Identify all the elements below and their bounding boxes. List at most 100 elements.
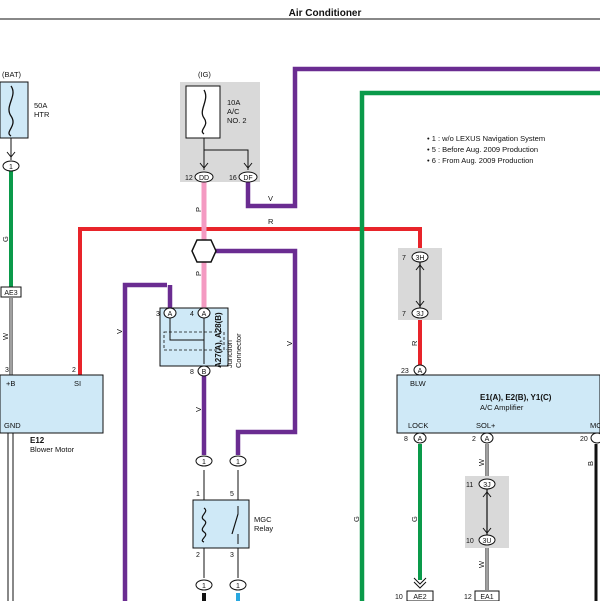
connector-ae2-pin: 10 [395,594,403,601]
connector-ae2-id: AE2 [413,594,426,601]
wire-label-v-left: V [115,329,124,334]
wire-label-g-left: G [1,236,10,242]
fuse-ac2-name1: A/C [227,107,240,116]
wire-purple-left [122,282,167,601]
wire-label-w-left: W [1,332,10,340]
wire-label-g-lock: G [410,516,419,522]
fuse-htr-arrow-icon [6,151,16,158]
connector-amp-blw [413,364,427,376]
connector-3h-id: 3H [416,255,425,262]
dd-arrow-icon [199,162,209,169]
splice-point [191,239,217,263]
blower-pin-2: 2 [72,367,76,374]
wire-purple-top [245,66,600,209]
wire-red-top [78,227,422,375]
blower-pin-b: +B [6,379,15,388]
blower-pin-3: 3 [5,367,9,374]
connector-jc-a-left-pin: 3 [156,311,160,318]
wire-purple-right [215,248,298,455]
connector-jc-a-left [163,307,177,319]
relay-name2: Relay [254,524,273,533]
connector-amp-mc [590,432,600,444]
note-1: • 1 : w/o LEXUS Navigation System [427,134,545,143]
relay-inline-pin-right-num: 1 [236,459,240,466]
bottom-pin-right-num: 1 [236,583,240,590]
wire-label-r-lower: R [410,340,419,346]
connector-ea1 [474,590,500,601]
connector-ea1-id: EA1 [480,594,493,601]
wire-label-g-right: G [352,516,361,522]
fuse-htr-icon [8,85,14,137]
connector-jc-b-id: B [202,369,207,376]
mgc-relay-box [192,499,250,549]
diagram-title: Air Conditioner [289,8,362,19]
connector-3u-id: 3U [483,538,492,545]
relay-inline-pin-left-num: 1 [202,459,206,466]
fuse-ac2-icon [201,89,207,135]
blower-pin-si: SI [74,379,81,388]
junction-id: A27(A), A28(B) [214,312,223,368]
fuse-ac2-name2: NO. 2 [227,116,247,125]
bottom-pin-left-num: 1 [202,583,206,590]
fuse-htr-pin [2,160,20,172]
relay-pin-5: 5 [230,491,234,498]
connector-amp-lock [413,432,427,444]
ae2-arrow-icon-1 [413,577,427,585]
junction-3j-lower-arrow-icon [482,491,492,498]
wire-label-w-sol2: W [477,560,486,568]
connector-3j-lower-id: 3J [483,482,490,489]
bottom-pin-right [229,579,247,591]
wire-green-right [359,90,600,601]
connector-jc-a-right [197,307,211,319]
connector-amp-lock-id: A [418,436,423,443]
connector-3j-pin: 7 [402,311,406,318]
connector-dd [194,171,214,183]
connector-jc-b [197,365,211,377]
df-arrow-icon [243,162,253,169]
connector-3h-pin: 7 [402,255,406,262]
fuse-htr-rating: 50A [34,101,47,110]
fuse-ac2-lead [203,138,249,170]
amp-pin-blw: BLW [410,379,427,388]
ig-label: (IG) [198,70,211,79]
wire-label-p-lower: P [194,271,203,276]
connector-df-id: DF [243,175,252,182]
blower-name: Blower Motor [30,445,75,454]
amp-pin-sol: SOL+ [476,421,496,430]
fuse-ac2-rating: 10A [227,98,240,107]
ae2-arrow-icon-2 [413,581,427,589]
connector-df [238,171,258,183]
connector-3u [478,534,496,546]
wire-label-w-sol1: W [477,458,486,466]
junction-3u-arrow-icon [482,527,492,534]
connector-ae2 [406,590,434,601]
connector-3u-pin: 10 [466,538,474,545]
connector-df-pin: 16 [229,175,237,182]
connector-ae3-id: AE3 [4,290,17,297]
fuse-htr-box [0,81,29,139]
bat-label: (BAT) [2,70,22,79]
wire-label-v-top: V [268,194,273,203]
relay-pin-1: 1 [196,491,200,498]
connector-3j [411,307,429,319]
connector-amp-lock-pin: 8 [404,436,408,443]
connector-jc-b-pin: 8 [190,369,194,376]
connector-amp-mc-pin: 20 [580,436,588,443]
junction-name2: Connector [234,333,243,368]
amp-pin-mc: MC [590,421,600,430]
ac-amplifier-box [396,374,600,434]
connector-3j-id: 3J [416,311,423,318]
relay-coil-icon [201,507,207,543]
connector-3j-lower-pin: 11 [466,482,473,489]
junction-3j-arrow-icon [415,300,425,307]
relay-switch-icon [231,513,239,535]
note-6: • 6 : From Aug. 2009 Production [427,156,533,165]
fuse-htr-name: HTR [34,110,50,119]
wire-label-b-mc: B [586,461,595,466]
connector-amp-blw-pin: 23 [401,368,409,375]
relay-pin-2: 2 [196,552,200,559]
amp-pin-lock: LOCK [408,421,428,430]
blower-pin-gnd: GND [4,421,21,430]
junction-internal-1 [169,318,204,341]
